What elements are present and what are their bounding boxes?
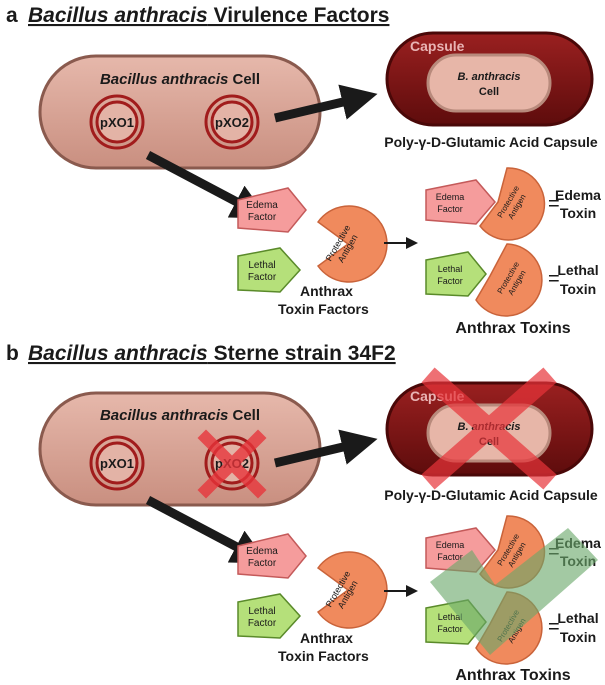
lethal-factor: Lethal Factor — [237, 247, 302, 293]
toxin-factors-label: Anthrax — [300, 283, 353, 299]
lethal-factor-label: Factor — [248, 618, 277, 629]
inner-cell-label: Cell — [479, 86, 499, 98]
lethal-factor-label: Factor — [437, 276, 463, 286]
lethal-factor-label: Factor — [248, 272, 277, 283]
plasmid-label: pXO2 — [215, 115, 249, 130]
toxin-factors-label: Toxin Factors — [278, 648, 369, 664]
lethal-factor-label: Factor — [437, 624, 463, 634]
lethal-toxin-label: Lethal — [557, 610, 598, 626]
toxin-factors-label: Toxin Factors — [278, 301, 369, 317]
plasmid-pxo1: pXO1 — [89, 94, 145, 150]
arrow-to-capsule — [273, 429, 378, 468]
panel-b: b Bacillus anthracis Sterne strain 34F2 … — [6, 342, 601, 684]
edema-factor-label: Factor — [437, 204, 463, 214]
capsule-absent-x-icon — [421, 367, 557, 490]
edema-factor-label: Edema — [246, 546, 278, 557]
panel-a: a Bacillus anthracis Virulence Factors B… — [6, 4, 601, 337]
lethal-factor: Lethal Factor — [237, 593, 302, 639]
cell-label: Bacillus anthracis Cell — [100, 71, 260, 88]
arrow-to-toxin-factors — [145, 496, 268, 564]
plasmid-label: pXO1 — [100, 115, 134, 130]
plasmid-pxo2: pXO2 — [204, 94, 260, 150]
edema-toxin: Edema Factor ProtectiveAntigen — [425, 167, 546, 241]
arrow-to-toxin-factors — [145, 151, 268, 219]
inner-cell-label: B. anthracis — [458, 71, 521, 83]
anthrax-toxins-label: Anthrax Toxins — [455, 667, 570, 684]
equals-sign: = — [548, 268, 560, 290]
edema-factor-label: Edema — [436, 192, 465, 202]
edema-toxin-label: Edema — [555, 187, 601, 203]
capsule-caption: Poly-γ-D-Glutamic Acid Capsule — [384, 487, 598, 503]
panel-b-title: Bacillus anthracis Sterne strain 34F2 — [28, 342, 396, 365]
plasmid-pxo1: pXO1 — [89, 435, 145, 491]
panel-b-letter: b — [6, 342, 19, 365]
inner-cell — [426, 53, 552, 113]
plasmid-label: pXO1 — [100, 456, 134, 471]
protective-antigen: ProtectiveAntigen — [316, 551, 388, 629]
edema-factor-label: Factor — [248, 558, 277, 569]
panel-a-title: Bacillus anthracis Virulence Factors — [28, 4, 389, 27]
edema-factor: Edema Factor — [237, 533, 307, 579]
lethal-factor-label: Lethal — [248, 260, 275, 271]
edema-factor-label: Factor — [437, 552, 463, 562]
capsule-caption: Poly-γ-D-Glutamic Acid Capsule — [384, 134, 598, 150]
equals-sign: = — [548, 193, 560, 215]
lethal-factor-label: Lethal — [438, 612, 463, 622]
toxins-present-check-icon — [430, 528, 598, 655]
lethal-toxin: Lethal Factor ProtectiveAntigen — [425, 243, 543, 317]
lethal-factor-label: Lethal — [438, 264, 463, 274]
toxin-factors-label: Anthrax — [300, 630, 353, 646]
lethal-toxin-label: Toxin — [560, 629, 596, 645]
edema-toxin-label: Toxin — [560, 205, 596, 221]
edema-factor-label: Factor — [248, 212, 277, 223]
capsule-word: Capsule — [410, 38, 465, 54]
anthrax-toxins-label: Anthrax Toxins — [455, 320, 570, 337]
lethal-toxin-label: Toxin — [560, 281, 596, 297]
cell-label: Bacillus anthracis Cell — [100, 407, 260, 424]
edema-factor: Edema Factor — [237, 187, 307, 233]
equals-sign: = — [548, 616, 560, 638]
protective-antigen: ProtectiveAntigen — [316, 205, 388, 283]
arrow-to-capsule — [273, 84, 378, 123]
panel-a-letter: a — [6, 4, 18, 27]
pxo2-deleted-x-icon — [197, 429, 267, 499]
edema-factor-label: Edema — [436, 540, 465, 550]
lethal-factor-label: Lethal — [248, 606, 275, 617]
edema-factor-label: Edema — [246, 200, 278, 211]
lethal-toxin-label: Lethal — [557, 262, 598, 278]
